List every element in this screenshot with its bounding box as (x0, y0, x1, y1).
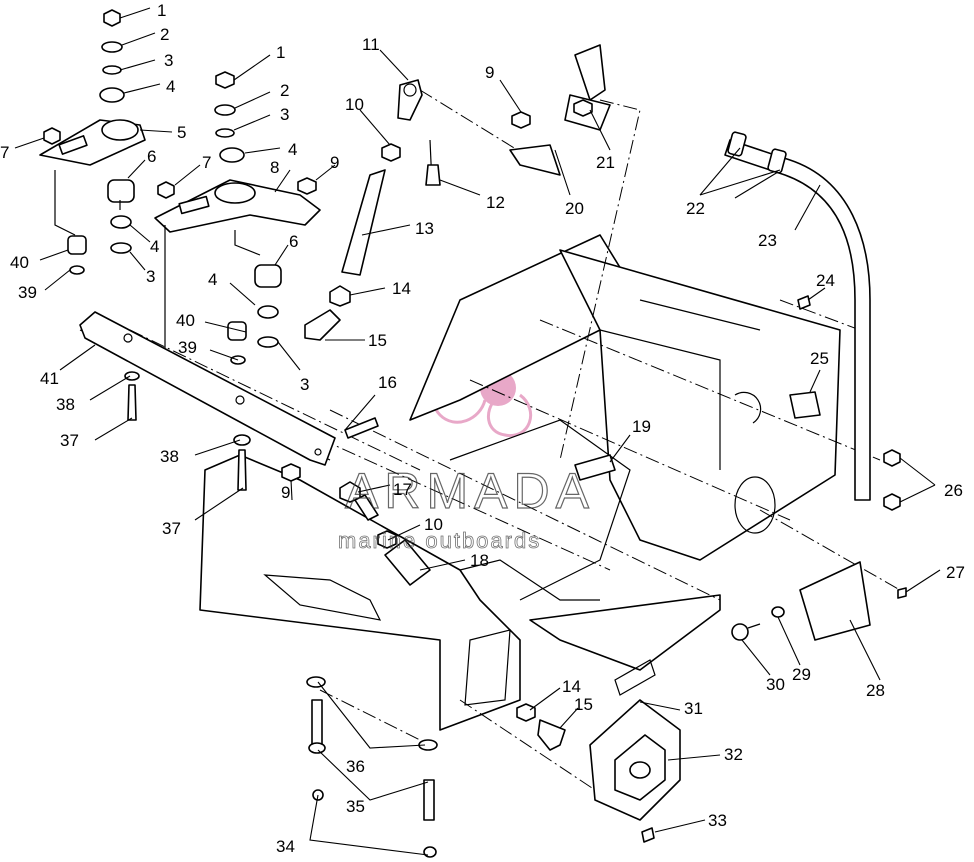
callout-31: 31 (684, 699, 703, 718)
left-linkage-stack (39, 9, 146, 275)
washer-2-top (101, 41, 123, 53)
nut-1-top (103, 9, 121, 27)
callout-15: 15 (368, 331, 387, 350)
callout-22: 22 (686, 199, 705, 218)
callout-16: 16 (378, 373, 397, 392)
grommet-25 (789, 391, 821, 419)
callout-14: 14 (392, 279, 411, 298)
engine-mount (589, 699, 681, 843)
callout-3: 3 (146, 267, 155, 286)
callout-26: 26 (944, 481, 963, 500)
bolt-35b (423, 779, 435, 821)
rod-end-11 (397, 79, 423, 121)
callout-12: 12 (486, 193, 505, 212)
callout-4: 4 (288, 140, 297, 159)
callout-9: 9 (281, 483, 290, 502)
bolt-19 (574, 454, 616, 481)
ball-joint-15 (304, 309, 341, 341)
callout-1: 1 (157, 1, 166, 20)
callout-7: 7 (202, 153, 211, 172)
callout-40: 40 (176, 311, 195, 330)
sleeve-18 (384, 539, 431, 586)
callout-35: 35 (346, 797, 365, 816)
bushing-4-top (99, 87, 125, 103)
callout-10: 10 (345, 95, 364, 114)
sleeve-13 (341, 169, 386, 276)
callout-24: 24 (816, 271, 835, 290)
center-lower-parts (339, 454, 616, 751)
callout-29: 29 (792, 665, 811, 684)
callout-37: 37 (60, 431, 79, 450)
callout-27: 27 (946, 563, 965, 582)
leader-lines (14, 7, 941, 856)
main-frame-housing (199, 234, 841, 731)
watermark-brand: ARMADA (345, 463, 595, 519)
spacer-6-left (107, 179, 135, 203)
callout-38: 38 (160, 447, 179, 466)
callout-23: 23 (758, 231, 777, 250)
callout-14: 14 (562, 677, 581, 696)
callout-3: 3 (300, 375, 309, 394)
callout-9: 9 (330, 153, 339, 172)
link-rod-assembly (304, 79, 441, 341)
callout-20: 20 (565, 199, 584, 218)
bolt-35a (311, 699, 323, 746)
steering-bracket (509, 44, 611, 176)
nut-7-left (43, 127, 61, 145)
callout-36: 36 (346, 757, 365, 776)
callout-6: 6 (147, 147, 156, 166)
handle-tube-23 (724, 131, 901, 511)
bushing-40-left (67, 235, 87, 255)
callout-10: 10 (424, 515, 443, 534)
callout-38: 38 (56, 395, 75, 414)
lever-arm-8 (154, 179, 321, 233)
callout-3: 3 (164, 51, 173, 70)
callout-39: 39 (178, 338, 197, 357)
callout-2: 2 (280, 81, 289, 100)
right-side-parts (731, 295, 907, 641)
callout-8: 8 (270, 158, 279, 177)
callout-40: 40 (10, 253, 29, 272)
washer-3-top (102, 65, 122, 75)
callout-1: 1 (276, 43, 285, 62)
callout-30: 30 (766, 675, 785, 694)
callout-37: 37 (162, 519, 181, 538)
callout-13: 13 (415, 219, 434, 238)
callout-28: 28 (866, 681, 885, 700)
nut-1-center (215, 71, 235, 89)
callout-2: 2 (160, 25, 169, 44)
callout-41: 41 (40, 369, 59, 388)
callout-34: 34 (276, 837, 295, 856)
bolt-16 (344, 417, 379, 439)
callout-4: 4 (150, 237, 159, 256)
tie-bar-41 (79, 311, 336, 466)
plate-28 (799, 561, 871, 641)
callout-17: 17 (393, 480, 412, 499)
callout-4: 4 (208, 270, 217, 289)
callout-6: 6 (289, 232, 298, 251)
callout-25: 25 (810, 349, 829, 368)
bottom-bolts (306, 676, 438, 858)
callout-32: 32 (724, 745, 743, 764)
callout-39: 39 (18, 283, 37, 302)
callout-4: 4 (166, 77, 175, 96)
callout-9: 9 (485, 63, 494, 82)
callout-21: 21 (596, 153, 615, 172)
ball-joint-15b (537, 719, 566, 751)
callout-18: 18 (470, 551, 489, 570)
callout-7: 7 (0, 143, 9, 162)
callout-11: 11 (362, 35, 380, 54)
callout-15: 15 (574, 695, 593, 714)
spacer-6-center (254, 264, 282, 288)
watermark-tagline: marine outboards (338, 528, 541, 553)
callout-33: 33 (708, 811, 727, 830)
callout-5: 5 (177, 123, 186, 142)
bolt-12 (425, 164, 441, 186)
callout-3: 3 (280, 105, 289, 124)
callout-19: 19 (632, 417, 651, 436)
bolts-left (124, 371, 379, 491)
